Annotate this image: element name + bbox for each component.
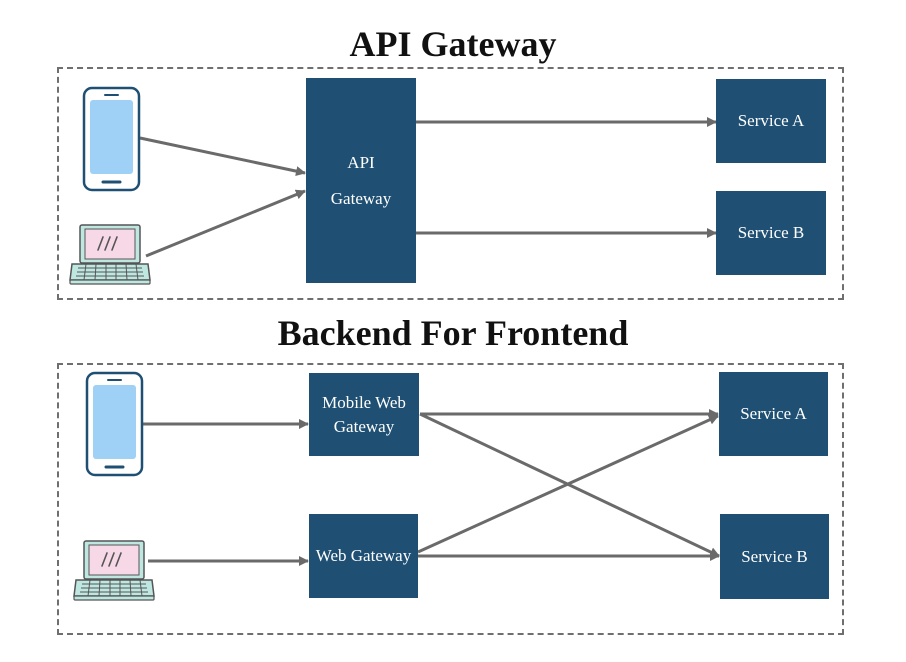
laptop-icon: [69, 224, 151, 285]
bff-frame: [57, 363, 844, 635]
bottom-service-a-box: Service A: [719, 372, 828, 456]
top-service-b-box: Service B: [716, 191, 826, 275]
api-gateway-title: API Gateway: [349, 24, 557, 64]
mobile-phone-icon: [85, 371, 144, 477]
arrow-mobile-gateway-to-service-b: [419, 412, 720, 558]
api-gateway-label-line1: API: [347, 152, 375, 172]
laptop-icon: [73, 540, 155, 601]
mobile-gateway-label-line1: Mobile Web: [322, 392, 406, 412]
web-gateway-box: Web Gateway: [309, 514, 418, 598]
bottom-service-b-box: Service B: [720, 514, 829, 599]
bff-title: Backend For Frontend: [277, 313, 629, 353]
api-gateway-frame: [57, 67, 844, 300]
api-gateway-label-line2: Gateway: [330, 188, 392, 208]
mobile-gateway-label-line2: Gateway: [333, 416, 395, 436]
arrow-web-gateway-to-service-a: [417, 414, 719, 554]
mobile-web-gateway-box: Mobile Web Gateway: [309, 373, 419, 456]
mobile-phone-icon: [82, 86, 141, 192]
arrow-laptop-to-api-gateway: [145, 189, 306, 258]
arrow-phone-to-api-gateway: [139, 136, 306, 177]
api-gateway-box: API Gateway: [306, 78, 416, 283]
top-service-a-box: Service A: [716, 79, 826, 163]
